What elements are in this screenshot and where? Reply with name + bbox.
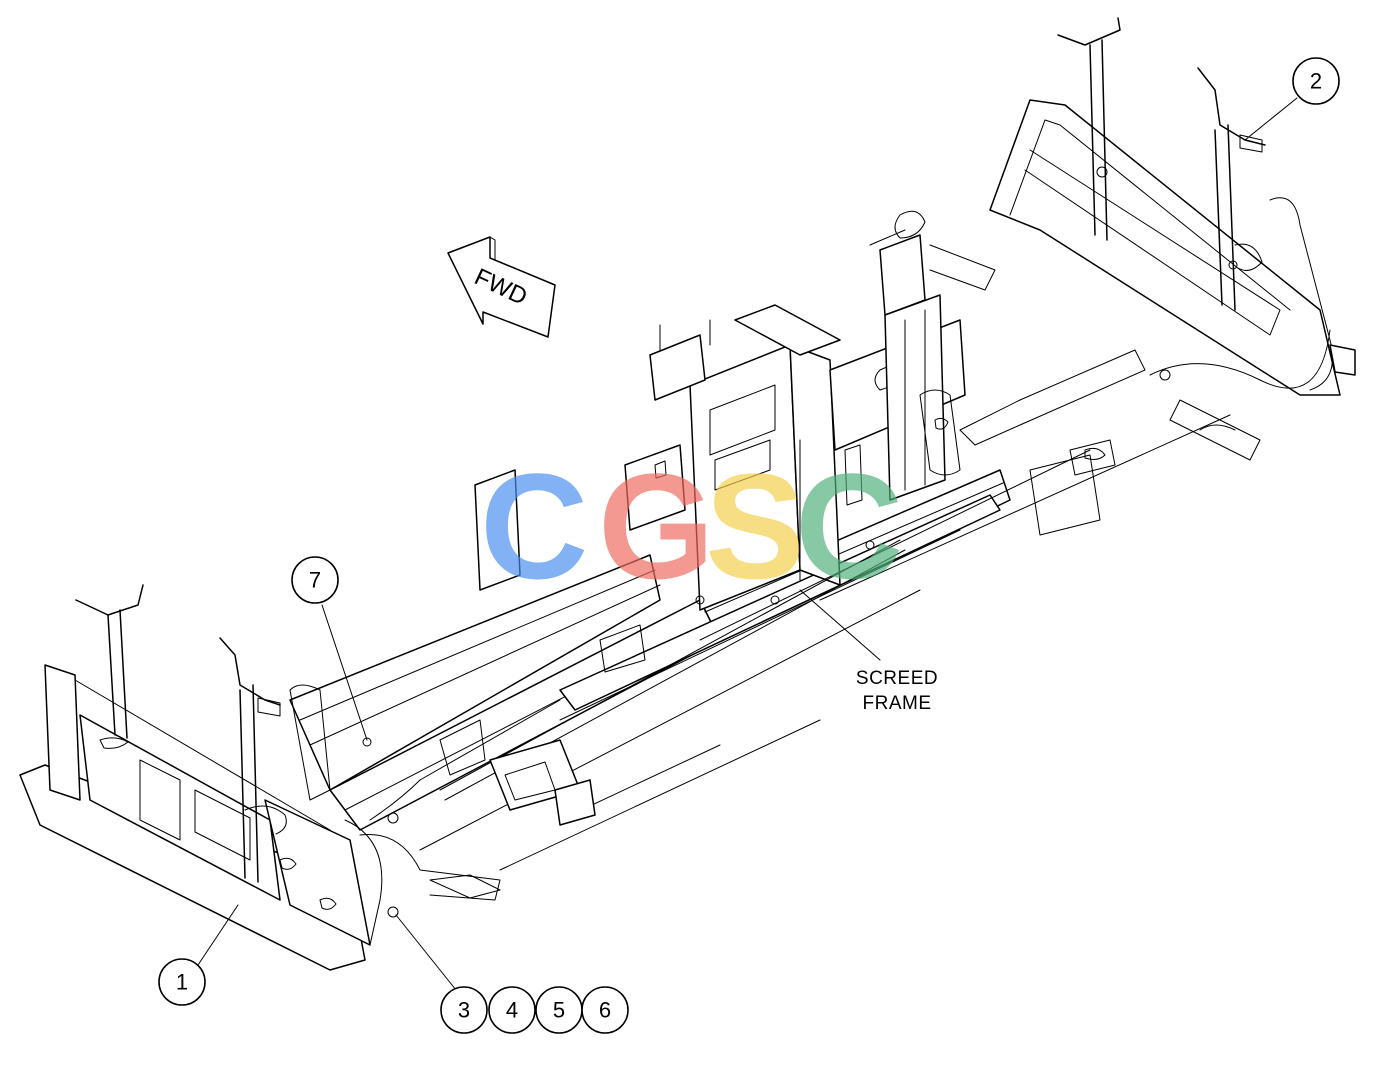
watermark: C G S C xyxy=(480,442,903,610)
screed-frame-label-line1: SCREED xyxy=(856,668,938,689)
callout-5-label: 5 xyxy=(553,998,565,1023)
leader-lines xyxy=(197,97,1298,991)
callout-4-label: 4 xyxy=(506,998,518,1023)
callout-3-label: 3 xyxy=(458,998,470,1023)
watermark-letter-4: C xyxy=(795,442,903,610)
left-end-frame xyxy=(19,584,561,971)
callout-2-label: 2 xyxy=(1310,69,1322,94)
callout-7: 7 xyxy=(291,556,339,604)
callout-5: 5 xyxy=(535,986,583,1034)
callout-2: 2 xyxy=(1292,57,1340,105)
callout-3: 3 xyxy=(440,986,488,1034)
screed-frame-label-line2: FRAME xyxy=(863,693,932,714)
callout-7-label: 7 xyxy=(309,568,321,593)
callout-6-label: 6 xyxy=(599,998,611,1023)
screed-frame-label: SCREED FRAME xyxy=(856,668,938,714)
watermark-letter-3: S xyxy=(705,442,805,610)
callout-1: 1 xyxy=(158,958,206,1006)
right-end-frame xyxy=(959,17,1356,536)
callout-1-label: 1 xyxy=(176,970,188,995)
main-beam xyxy=(289,469,1011,831)
callout-6: 6 xyxy=(581,986,629,1034)
watermark-letter-1: C xyxy=(480,442,588,610)
hardware xyxy=(362,166,1238,918)
watermark-letter-2: G xyxy=(598,442,715,610)
callout-4: 4 xyxy=(488,986,536,1034)
fwd-direction-arrow: FWD xyxy=(447,236,556,338)
center-tower xyxy=(474,210,996,611)
cross-rods xyxy=(419,414,1231,871)
